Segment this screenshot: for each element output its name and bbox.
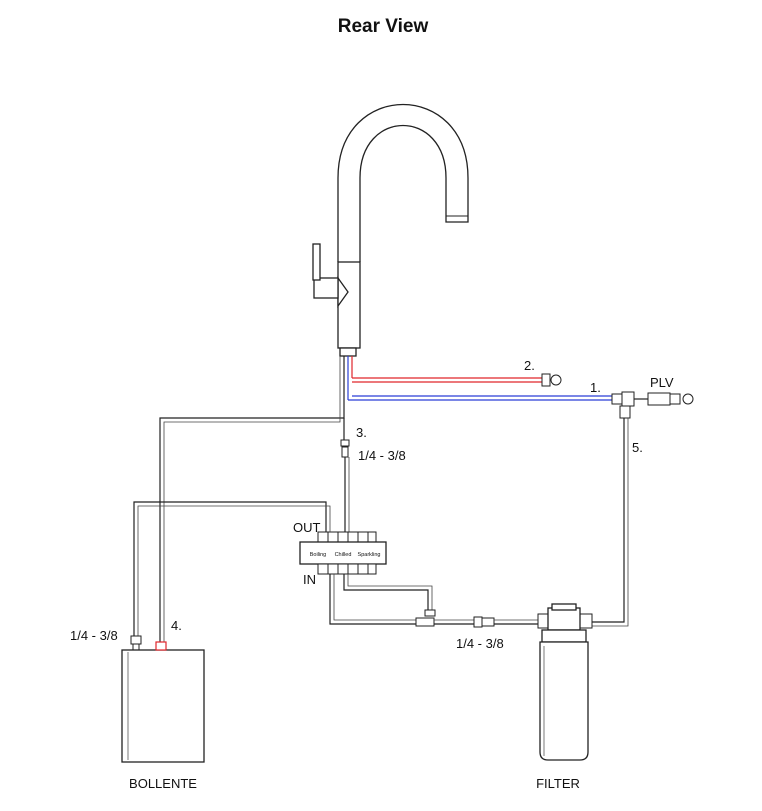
connector-3-label: 3.: [356, 425, 367, 440]
size-label-filter: 1/4 - 3/8: [456, 636, 504, 651]
plv-valve: [611, 391, 694, 419]
connector-4-label: 4.: [171, 618, 182, 633]
diagram-title: Rear View: [338, 16, 429, 37]
bollente-label: BOLLENTE: [129, 776, 197, 791]
bollente-unit: [121, 641, 205, 763]
connector-2: [541, 373, 562, 387]
hot-line: [351, 356, 542, 383]
manifold-in-label: IN: [303, 572, 316, 587]
manifold: Boiling Chilled Sparkling: [299, 531, 387, 575]
size-label-top: 1/4 - 3/8: [358, 448, 406, 463]
connector-5-label: 5.: [632, 440, 643, 455]
faucet: [312, 104, 469, 357]
plv-filter-line: [592, 418, 629, 627]
size-label-left: 1/4 - 3/8: [70, 628, 118, 643]
manifold-out-label: OUT: [293, 520, 321, 535]
bollente-feed-line: [159, 356, 350, 648]
connector-1-label: 1.: [590, 380, 601, 395]
filter-unit: [537, 603, 593, 761]
cold-line: [347, 356, 612, 401]
plv-label: PLV: [650, 375, 674, 390]
manifold-sparkling-label: Sparkling: [358, 552, 381, 558]
faucet-body: [337, 261, 361, 349]
filter-line: [329, 574, 538, 628]
bollente-hot-line: [130, 501, 331, 651]
faucet-lever: [312, 243, 349, 309]
manifold-chilled-label: Chilled: [335, 552, 352, 558]
connector-2-label: 2.: [524, 358, 535, 373]
manifold-boiling-label: Boiling: [310, 552, 327, 558]
filter-label: FILTER: [536, 776, 580, 791]
